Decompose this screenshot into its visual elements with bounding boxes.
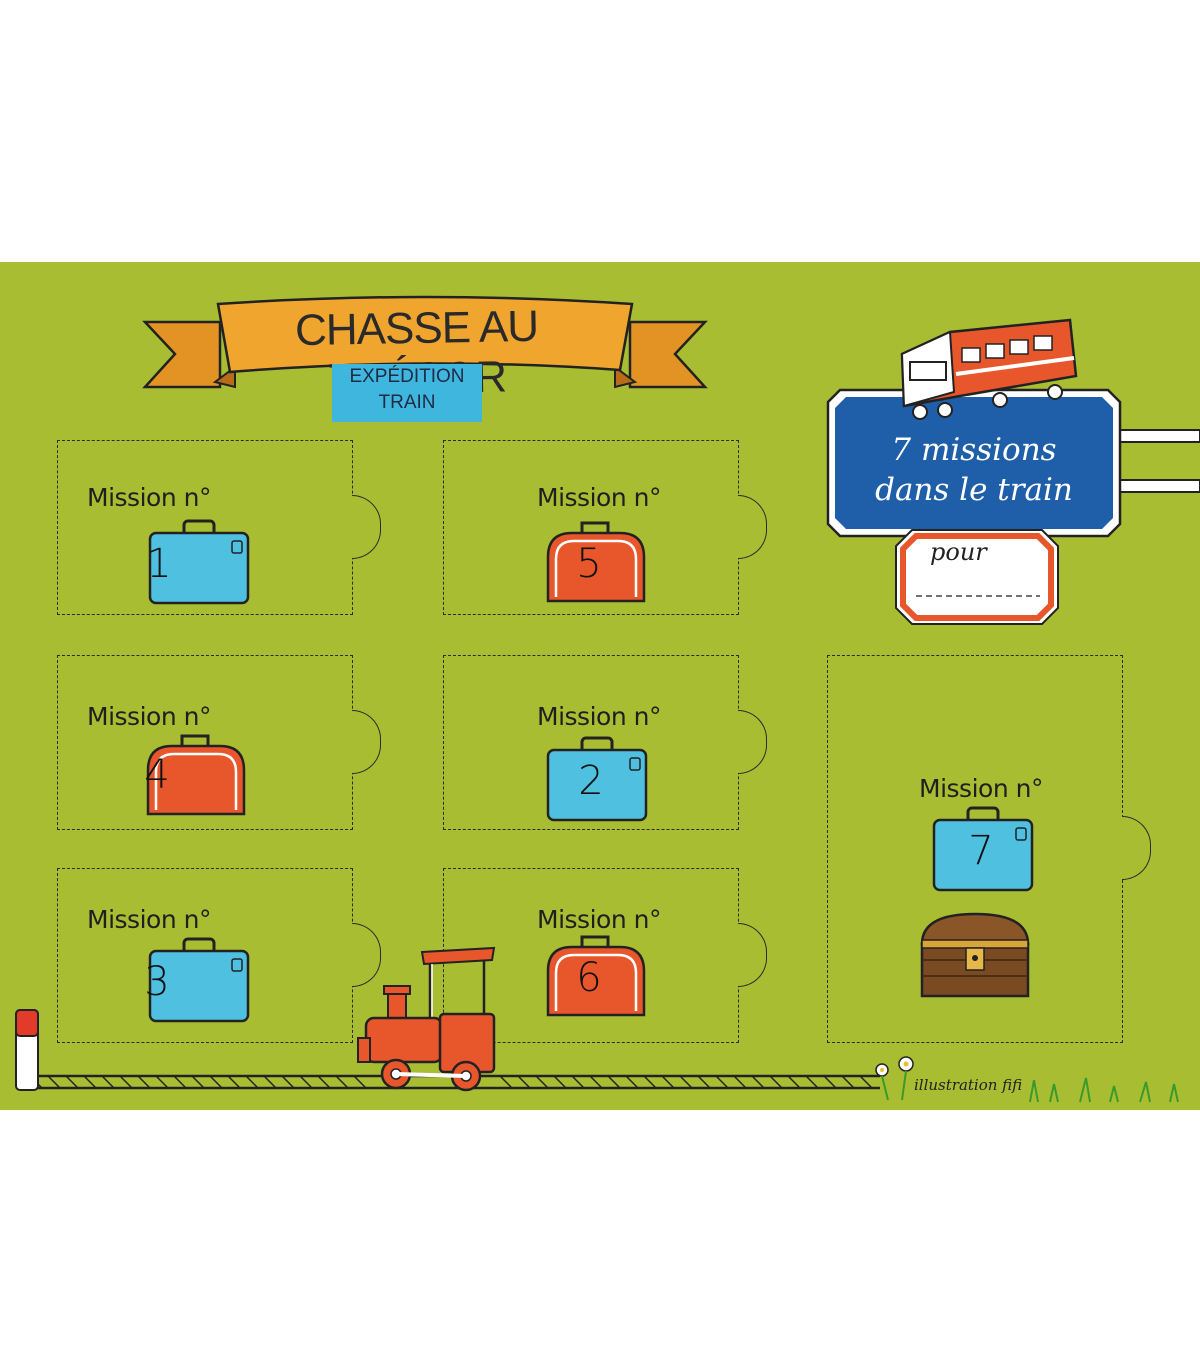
name-tag-label[interactable]: pour <box>930 538 987 566</box>
mission-number: 1 <box>146 541 172 587</box>
sign-post <box>1100 429 1200 493</box>
sign-line-2: dans le train <box>875 472 1073 508</box>
mission-label: Mission n° <box>87 702 211 731</box>
sign-line-1: 7 missions <box>891 432 1057 468</box>
passenger-train-icon <box>900 318 1078 420</box>
blue-suitcase-icon <box>546 736 648 822</box>
mission-card-4[interactable]: Mission n° 4 <box>57 655 381 830</box>
orange-bag-icon <box>146 734 246 816</box>
mission-card-3[interactable]: Mission n° 3 <box>57 868 381 1043</box>
mission-label: Mission n° <box>537 483 661 512</box>
mission-card-7[interactable]: Mission n° 7 <box>827 655 1151 1043</box>
mission-number: 7 <box>968 828 994 874</box>
mission-label: Mission n° <box>537 702 661 731</box>
illustration-credit: illustration fifi <box>914 1076 1023 1094</box>
flower-icon <box>875 1056 914 1101</box>
mission-label: Mission n° <box>919 774 1043 803</box>
mission-number: 3 <box>144 959 170 1005</box>
mission-label: Mission n° <box>537 905 661 934</box>
mission-number: 6 <box>576 955 602 1001</box>
orange-bag-icon <box>546 521 646 603</box>
treasure-chest-icon <box>920 912 1030 998</box>
subtitle-line-2: TRAIN <box>378 392 436 413</box>
blue-suitcase-icon <box>932 806 1034 892</box>
buffer-post-icon <box>15 1009 39 1091</box>
mission-label: Mission n° <box>87 905 211 934</box>
mission-card-2[interactable]: Mission n° 2 <box>443 655 767 830</box>
blue-suitcase-icon <box>148 519 250 605</box>
treasure-hunt-board: CHASSE AU TRÉSOR EXPÉDITION TRAIN 7 miss… <box>0 262 1200 1110</box>
blue-suitcase-icon <box>148 937 250 1023</box>
mission-card-1[interactable]: Mission n° 1 <box>57 440 381 615</box>
mission-number: 2 <box>578 758 604 804</box>
name-tag <box>895 529 1059 625</box>
mission-label: Mission n° <box>87 483 211 512</box>
mission-card-5[interactable]: Mission n° 5 <box>443 440 767 615</box>
steam-locomotive-icon <box>357 946 496 1092</box>
mission-number: 5 <box>576 541 602 587</box>
mission-number: 4 <box>144 752 170 798</box>
subtitle-box <box>332 364 482 422</box>
orange-bag-icon <box>546 935 646 1017</box>
sign-board <box>826 388 1122 538</box>
subtitle-line-1: EXPÉDITION <box>349 366 465 387</box>
